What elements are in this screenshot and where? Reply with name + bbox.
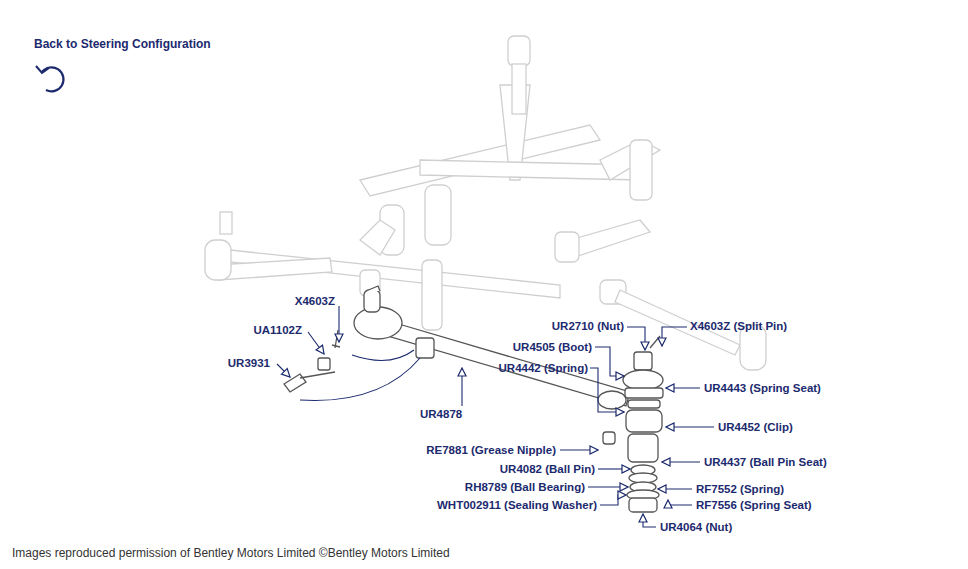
callout-label: RF7552 (Spring) xyxy=(696,482,784,496)
callout-label: WHT002911 (Sealing Washer) xyxy=(437,498,597,512)
callout-label: UR4064 (Nut) xyxy=(660,520,732,534)
callout-label: RE7881 (Grease Nipple) xyxy=(426,443,556,457)
background-linkage xyxy=(205,36,766,370)
callout-label: UR4505 (Boot) xyxy=(513,340,592,354)
callout-label: UR4878 xyxy=(420,407,462,421)
back-icon xyxy=(36,66,63,91)
copyright-caption: Images reproduced permission of Bentley … xyxy=(12,546,450,560)
callout-label: UR2710 (Nut) xyxy=(552,319,624,333)
leader-lines xyxy=(277,306,714,527)
callout-label: RH8789 (Ball Bearing) xyxy=(465,480,585,494)
callout-label: RF7556 (Spring Seat) xyxy=(696,498,812,512)
callout-label: UR3931 xyxy=(228,356,270,370)
ball-joint xyxy=(603,336,663,512)
callout-label: UR4452 (Clip) xyxy=(718,420,793,434)
callout-label: X4603Z (Split Pin) xyxy=(690,319,787,333)
callout-label: UR4443 (Spring Seat) xyxy=(704,381,821,395)
back-link: Back to Steering Configuration xyxy=(34,37,211,51)
callout-label: UR4082 (Ball Pin) xyxy=(500,462,595,476)
callout-label: UA1102Z xyxy=(253,323,302,337)
callout-label: X4603Z xyxy=(295,294,335,308)
tie-rod xyxy=(284,286,630,409)
callout-label: UR4442 (Spring) xyxy=(499,361,588,375)
callout-label: UR4437 (Ball Pin Seat) xyxy=(704,455,827,469)
link-curves xyxy=(300,350,420,400)
